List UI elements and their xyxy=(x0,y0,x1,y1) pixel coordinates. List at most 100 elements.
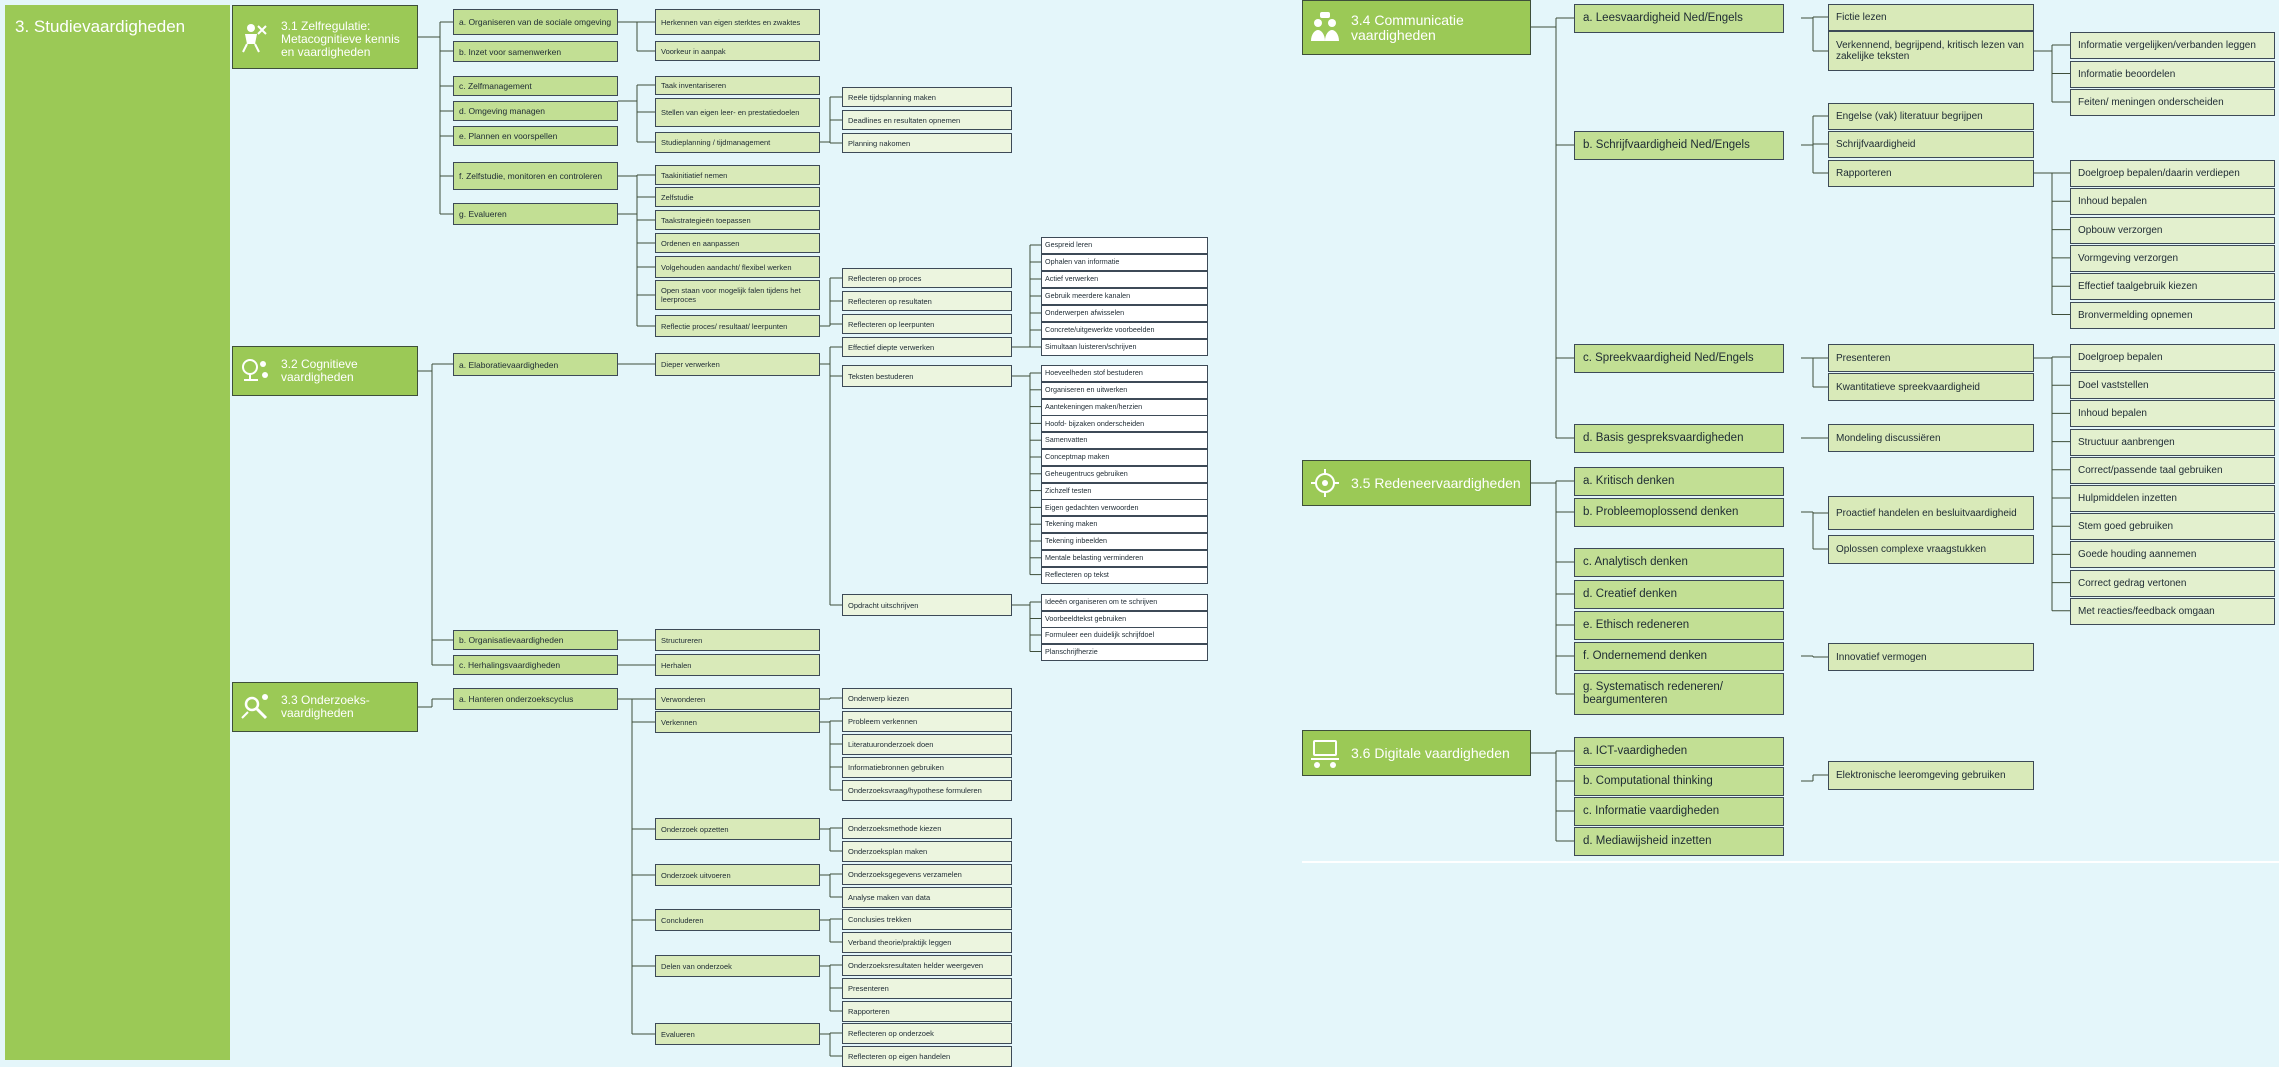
skill-node: c. Zelfmanagement xyxy=(453,76,618,96)
skill-node: Onderwerpen afwisselen xyxy=(1041,305,1208,322)
skill-node: Effectief diepte verwerken xyxy=(842,337,1012,357)
communication-icon xyxy=(1311,11,1339,41)
skill-node: f. Zelfstudie, monitoren en controleren xyxy=(453,162,618,190)
skill-node: Eigen gedachten verwoorden xyxy=(1041,499,1208,517)
skill-node: c. Spreekvaardigheid Ned/Engels xyxy=(1574,344,1784,373)
skill-node: e. Plannen en voorspellen xyxy=(453,126,618,146)
skill-node: Tekening inbeelden xyxy=(1041,533,1208,550)
skill-node: c. Herhalingsvaardigheden xyxy=(453,655,618,675)
skill-node: Aantekeningen maken/herzien xyxy=(1041,398,1208,416)
skill-node: Volgehouden aandacht/ flexibel werken xyxy=(655,256,820,278)
skill-node: Ordenen en aanpassen xyxy=(655,233,820,253)
skill-node: Doel vaststellen xyxy=(2070,372,2275,400)
skill-node: Stem goed gebruiken xyxy=(2070,513,2275,541)
skill-node: Onderzoeksvraag/hypothese formuleren xyxy=(842,780,1012,801)
skill-node: Ideeën organiseren om te schrijven xyxy=(1041,594,1208,611)
skill-node: Rapporteren xyxy=(1828,160,2034,187)
skill-node: Verwonderen xyxy=(655,688,820,710)
skill-node: Taak inventariseren xyxy=(655,76,820,95)
skill-node: d. Creatief denken xyxy=(1574,580,1784,609)
skill-node: a. Kritisch denken xyxy=(1574,467,1784,496)
skill-node: Studieplanning / tijdmanagement xyxy=(655,132,820,153)
skill-node: b. Computational thinking xyxy=(1574,767,1784,796)
skill-node: Proactief handelen en besluitvaardigheid xyxy=(1828,496,2034,530)
section-3-5-title: 3.5 Redeneervaardigheden xyxy=(1351,474,1521,491)
skill-node: Informatie beoordelen xyxy=(2070,60,2275,88)
skill-node: Reflecteren op leerpunten xyxy=(842,314,1012,334)
skill-node: Reële tijdsplanning maken xyxy=(842,87,1012,107)
skill-node: Elektronische leeromgeving gebruiken xyxy=(1828,761,2034,790)
skill-node: c. Analytisch denken xyxy=(1574,548,1784,577)
skill-node: Opdracht uitschrijven xyxy=(842,594,1012,616)
skill-node: Formuleer een duidelijk schrijfdoel xyxy=(1041,627,1208,644)
research-icon xyxy=(241,694,268,720)
skill-node: Simultaan luisteren/schrijven xyxy=(1041,339,1208,356)
skill-node: d. Omgeving managen xyxy=(453,101,618,121)
section-3-4-title: 3.4 Communicatie vaardigheden xyxy=(1351,11,1464,43)
skill-node: b. Organisatievaardigheden xyxy=(453,630,618,650)
skill-node: Geheugentrucs gebruiken xyxy=(1041,465,1208,483)
skill-node: Planschrijfherzie xyxy=(1041,643,1208,661)
root-title: 3. Studievaardigheden xyxy=(15,17,186,36)
skill-node: Oplossen complexe vraagstukken xyxy=(1828,535,2034,564)
skill-node: Met reacties/feedback omgaan xyxy=(2070,597,2275,625)
skill-node: Literatuuronderzoek doen xyxy=(842,734,1012,755)
skill-node: Structuur aanbrengen xyxy=(2070,428,2275,456)
section-3-5: 3.5 Redeneervaardigheden xyxy=(1302,460,1531,506)
skill-node: Fictie lezen xyxy=(1828,4,2034,31)
section-3-6: 3.6 Digitale vaardigheden xyxy=(1302,730,1531,776)
skill-node: Onderzoeksplan maken xyxy=(842,841,1012,862)
skill-node: Correct gedrag vertonen xyxy=(2070,569,2275,597)
skill-node: Samenvatten xyxy=(1041,432,1208,450)
skill-node: Onderzoek opzetten xyxy=(655,818,820,840)
skill-node: a. Organiseren van de sociale omgeving xyxy=(453,9,618,35)
skill-node: Verkennend, begrijpend, kritisch lezen v… xyxy=(1828,31,2034,71)
skill-node: Onderzoek uitvoeren xyxy=(655,864,820,886)
skill-node: Dieper verwerken xyxy=(655,353,820,376)
skill-node: Hoofd- bijzaken onderscheiden xyxy=(1041,415,1208,433)
skill-node: Engelse (vak) literatuur begrijpen xyxy=(1828,103,2034,130)
skill-node: Actief verwerken xyxy=(1041,271,1208,288)
skill-node: Open staan voor mogelijk falen tijdens h… xyxy=(655,280,820,310)
skill-node: f. Ondernemend denken xyxy=(1574,642,1784,671)
skill-node: Hoeveelheden stof bestuderen xyxy=(1041,365,1208,382)
section-3-3: 3.3 Onderzoeks-vaardigheden xyxy=(232,682,418,732)
skill-node: b. Probleemoplossend denken xyxy=(1574,498,1784,527)
skill-node: Doelgroep bepalen/daarin verdiepen xyxy=(2070,160,2275,187)
skill-node: Inhoud bepalen xyxy=(2070,400,2275,428)
skill-node: Delen van onderzoek xyxy=(655,955,820,977)
skill-node: Voorbeeldtekst gebruiken xyxy=(1041,610,1208,628)
digital-icon xyxy=(1311,740,1339,768)
skill-node: Informatiebronnen gebruiken xyxy=(842,757,1012,778)
skill-node: Schrijfvaardigheid xyxy=(1828,131,2034,158)
skill-node: Effectief taalgebruik kiezen xyxy=(2070,273,2275,301)
skill-node: Doelgroep bepalen xyxy=(2070,344,2275,371)
skill-node: Verband theorie/praktijk leggen xyxy=(842,932,1012,953)
skill-node: Voorkeur in aanpak xyxy=(655,41,820,61)
skill-node: Opbouw verzorgen xyxy=(2070,216,2275,244)
skill-node: Mentale belasting verminderen xyxy=(1041,549,1208,567)
skill-node: Herhalen xyxy=(655,654,820,676)
skill-node: e. Ethisch redeneren xyxy=(1574,611,1784,640)
skill-node: d. Basis gespreksvaardigheden xyxy=(1574,424,1784,453)
section-3-6-title: 3.6 Digitale vaardigheden xyxy=(1351,744,1510,761)
self-regulation-icon xyxy=(242,24,267,53)
root-node: 3. Studievaardigheden xyxy=(5,5,230,1060)
skill-node: Feiten/ meningen onderscheiden xyxy=(2070,89,2275,116)
skill-node: Structureren xyxy=(655,629,820,651)
skill-node: Stellen van eigen leer- en prestatiedoel… xyxy=(655,98,820,127)
skill-node: b. Inzet voor samenwerken xyxy=(453,41,618,62)
skill-node: Reflecteren op eigen handelen xyxy=(842,1046,1012,1067)
skill-node: Vormgeving verzorgen xyxy=(2070,244,2275,272)
skill-node: Reflecteren op resultaten xyxy=(842,291,1012,311)
skill-node: Concrete/uitgewerkte voorbeelden xyxy=(1041,322,1208,339)
skill-node: Planning nakomen xyxy=(842,133,1012,153)
skill-node: a. Leesvaardigheid Ned/Engels xyxy=(1574,4,1784,33)
skill-node: Taakinitiatief nemen xyxy=(655,165,820,185)
skill-node: Innovatief vermogen xyxy=(1828,643,2034,671)
skill-node: Zelfstudie xyxy=(655,187,820,207)
skill-node: Gespreid leren xyxy=(1041,237,1208,254)
section-3-1: 3.1 Zelfregulatie: Metacognitieve kennis… xyxy=(232,5,418,69)
skill-node: Herkennen van eigen sterktes en zwaktes xyxy=(655,9,820,35)
